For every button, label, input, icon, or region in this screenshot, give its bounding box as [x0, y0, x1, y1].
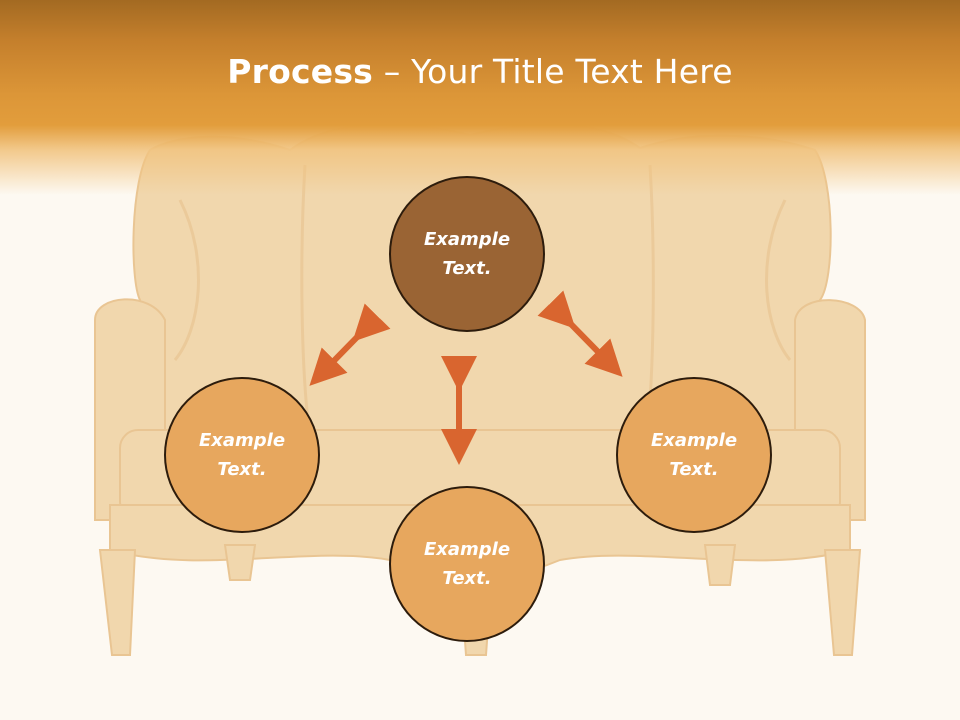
- node-bottom-label: Example Text.: [423, 539, 511, 589]
- title-bold: Process: [227, 52, 374, 91]
- title-rest: – Your Title Text Here: [373, 52, 733, 91]
- double-arrow-top-right: [537, 290, 623, 377]
- double-arrow-top-left: [309, 303, 391, 386]
- process-node-bottom[interactable]: Example Text.: [389, 486, 545, 642]
- process-node-top[interactable]: Example Text.: [389, 176, 545, 332]
- process-node-left[interactable]: Example Text.: [164, 377, 320, 533]
- title-banner: [0, 0, 960, 195]
- slide-title: Process – Your Title Text Here: [0, 52, 960, 91]
- node-left-label: Example Text.: [198, 430, 286, 480]
- node-right-label: Example Text.: [650, 430, 738, 480]
- process-node-right[interactable]: Example Text.: [616, 377, 772, 533]
- node-top-label: Example Text.: [423, 229, 511, 279]
